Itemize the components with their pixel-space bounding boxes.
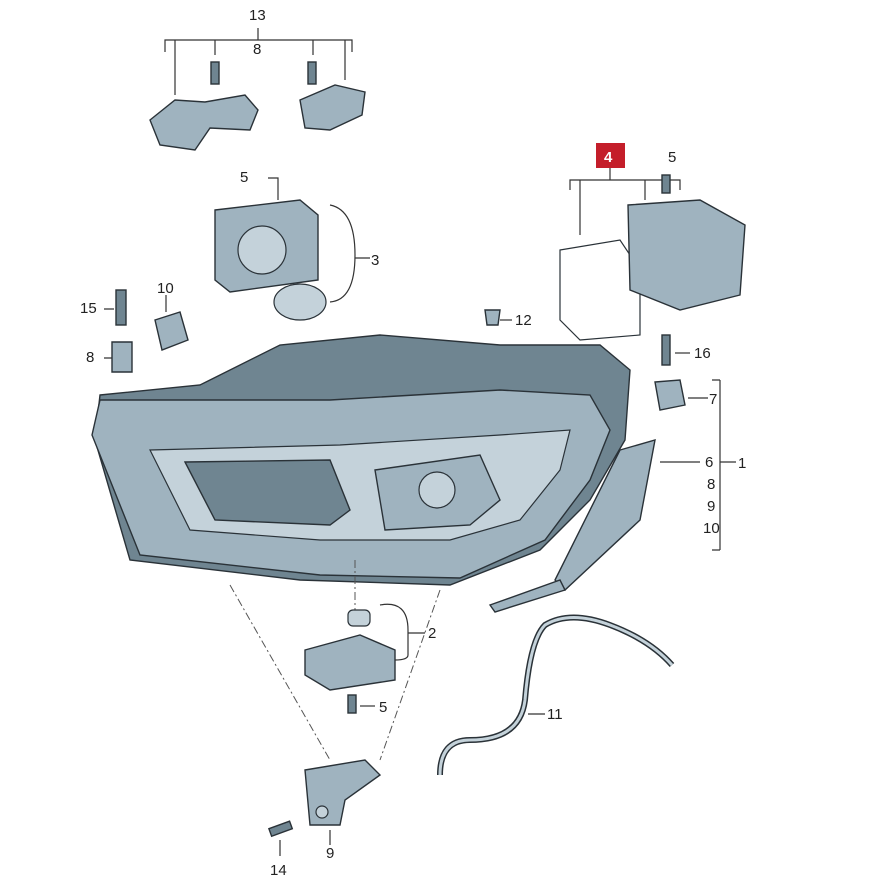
callout-5-a: 5 xyxy=(240,169,248,186)
callout-10-a: 10 xyxy=(157,280,174,297)
repair-bracket-part-9 xyxy=(267,759,382,856)
vent-hose-part-11 xyxy=(437,614,675,776)
callout-13: 13 xyxy=(249,7,266,24)
callout-5-c: 5 xyxy=(379,699,387,716)
callout-7: 7 xyxy=(709,391,717,408)
highlighted-callout-box xyxy=(596,143,625,168)
callout-1: 1 xyxy=(738,455,746,472)
callout-2: 2 xyxy=(428,625,436,642)
control-module-part-4 xyxy=(559,168,746,341)
control-unit-part-3 xyxy=(214,177,370,321)
callout-9-bottom: 9 xyxy=(326,845,334,862)
callout-3: 3 xyxy=(371,252,379,269)
callout-8-top: 8 xyxy=(253,41,261,58)
callout-8-right: 8 xyxy=(707,476,715,493)
callout-8-left: 8 xyxy=(86,349,94,366)
callout-11: 11 xyxy=(547,706,563,723)
ballast-part-2 xyxy=(304,603,425,714)
mounting-brackets-part xyxy=(149,28,366,151)
callout-9-right: 9 xyxy=(707,498,715,515)
callout-14: 14 xyxy=(270,862,287,879)
screw-and-nut-parts xyxy=(104,289,736,613)
callout-10-right: 10 xyxy=(703,520,720,537)
callout-4: 4 xyxy=(604,149,613,166)
headlamp-housing-part-1 xyxy=(91,334,631,586)
callout-16: 16 xyxy=(694,345,711,362)
callout-15: 15 xyxy=(80,300,97,317)
callout-5-b: 5 xyxy=(668,149,676,166)
callout-12: 12 xyxy=(515,312,532,329)
callout-6: 6 xyxy=(705,454,713,471)
